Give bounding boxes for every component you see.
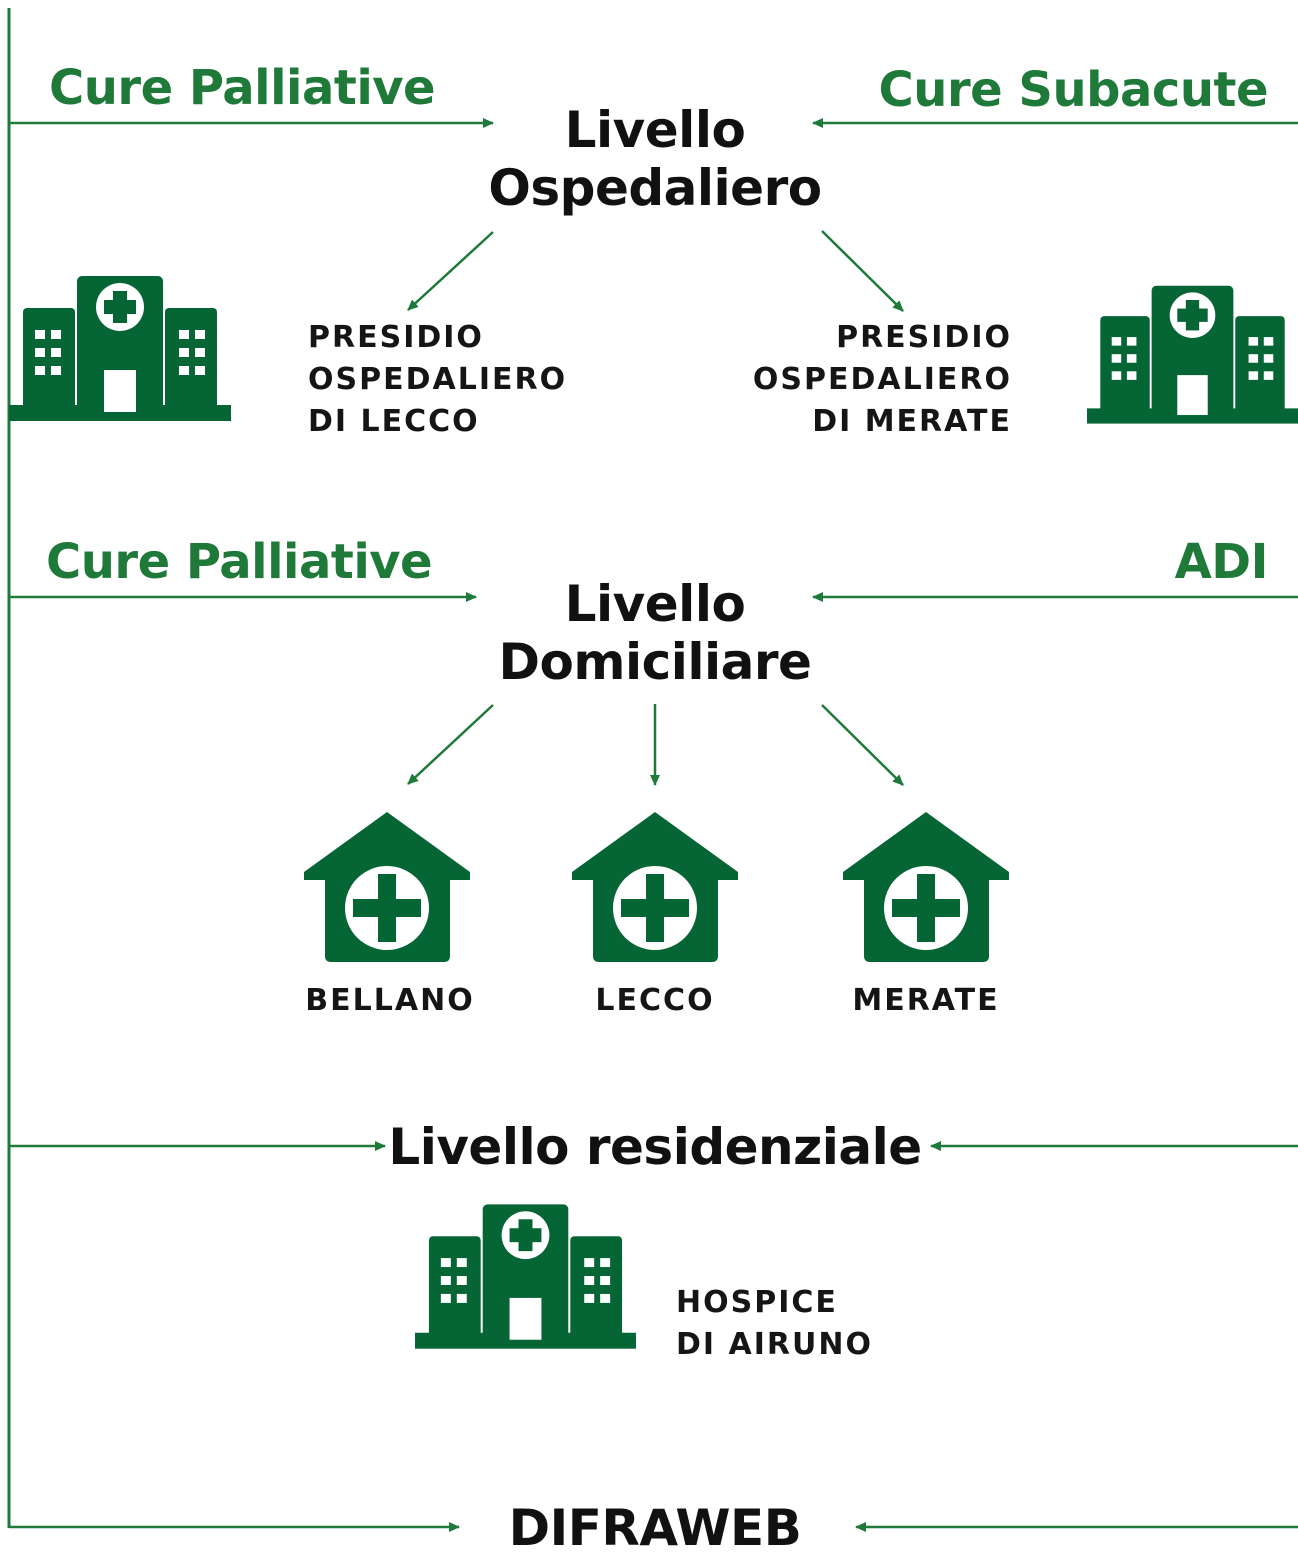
- hospice-airuno-line1: HOSPICE: [676, 1285, 838, 1320]
- home-care-cross-icon: [304, 812, 470, 962]
- presidio-lecco-label: PRESIDIO OSPEDALIERO DI LECCO: [308, 317, 567, 443]
- presidio-merate-line1: PRESIDIO: [836, 320, 1012, 355]
- hospital-building-icon: [9, 276, 231, 421]
- presidio-lecco-line3: DI LECCO: [308, 404, 480, 439]
- home-level-title-line1: Livello: [564, 575, 746, 633]
- home-level-title: Livello Domiciliare: [455, 575, 855, 691]
- presidio-lecco-line2: OSPEDALIERO: [308, 362, 568, 397]
- right-label-cure-subacute: Cure Subacute: [878, 62, 1269, 118]
- home-level-title-line2: Domiciliare: [498, 633, 812, 691]
- hospital-building-icon: [1087, 285, 1298, 424]
- hospital-level-title-line2: Ospedaliero: [488, 159, 822, 217]
- right-label-adi: ADI: [1174, 534, 1269, 590]
- presidio-merate-label: PRESIDIO OSPEDALIERO DI MERATE: [753, 317, 1012, 443]
- merate-label: MERATE: [852, 983, 1000, 1018]
- left-label-cure-palliative-hospital: Cure Palliative: [49, 60, 436, 116]
- home-care-cross-icon: [843, 812, 1009, 962]
- presidio-lecco-line1: PRESIDIO: [308, 320, 484, 355]
- presidio-merate-line2: OSPEDALIERO: [752, 362, 1012, 397]
- lecco-label: LECCO: [595, 983, 715, 1018]
- presidio-merate-line3: DI MERATE: [812, 404, 1012, 439]
- difraweb-title: DIFRAWEB: [508, 1499, 802, 1557]
- hospital-building-icon: [415, 1204, 636, 1349]
- hospice-airuno-line2: DI AIRUNO: [676, 1327, 873, 1362]
- hospital-level-title: Livello Ospedaliero: [455, 101, 855, 217]
- left-label-cure-palliative-home: Cure Palliative: [46, 534, 433, 590]
- residential-level-title: Livello residenziale: [388, 1118, 922, 1176]
- bellano-label: BELLANO: [305, 983, 475, 1018]
- home-care-cross-icon: [572, 812, 738, 962]
- hospital-level-title-line1: Livello: [564, 101, 746, 159]
- hospice-airuno-label: HOSPICE DI AIRUNO: [676, 1282, 873, 1366]
